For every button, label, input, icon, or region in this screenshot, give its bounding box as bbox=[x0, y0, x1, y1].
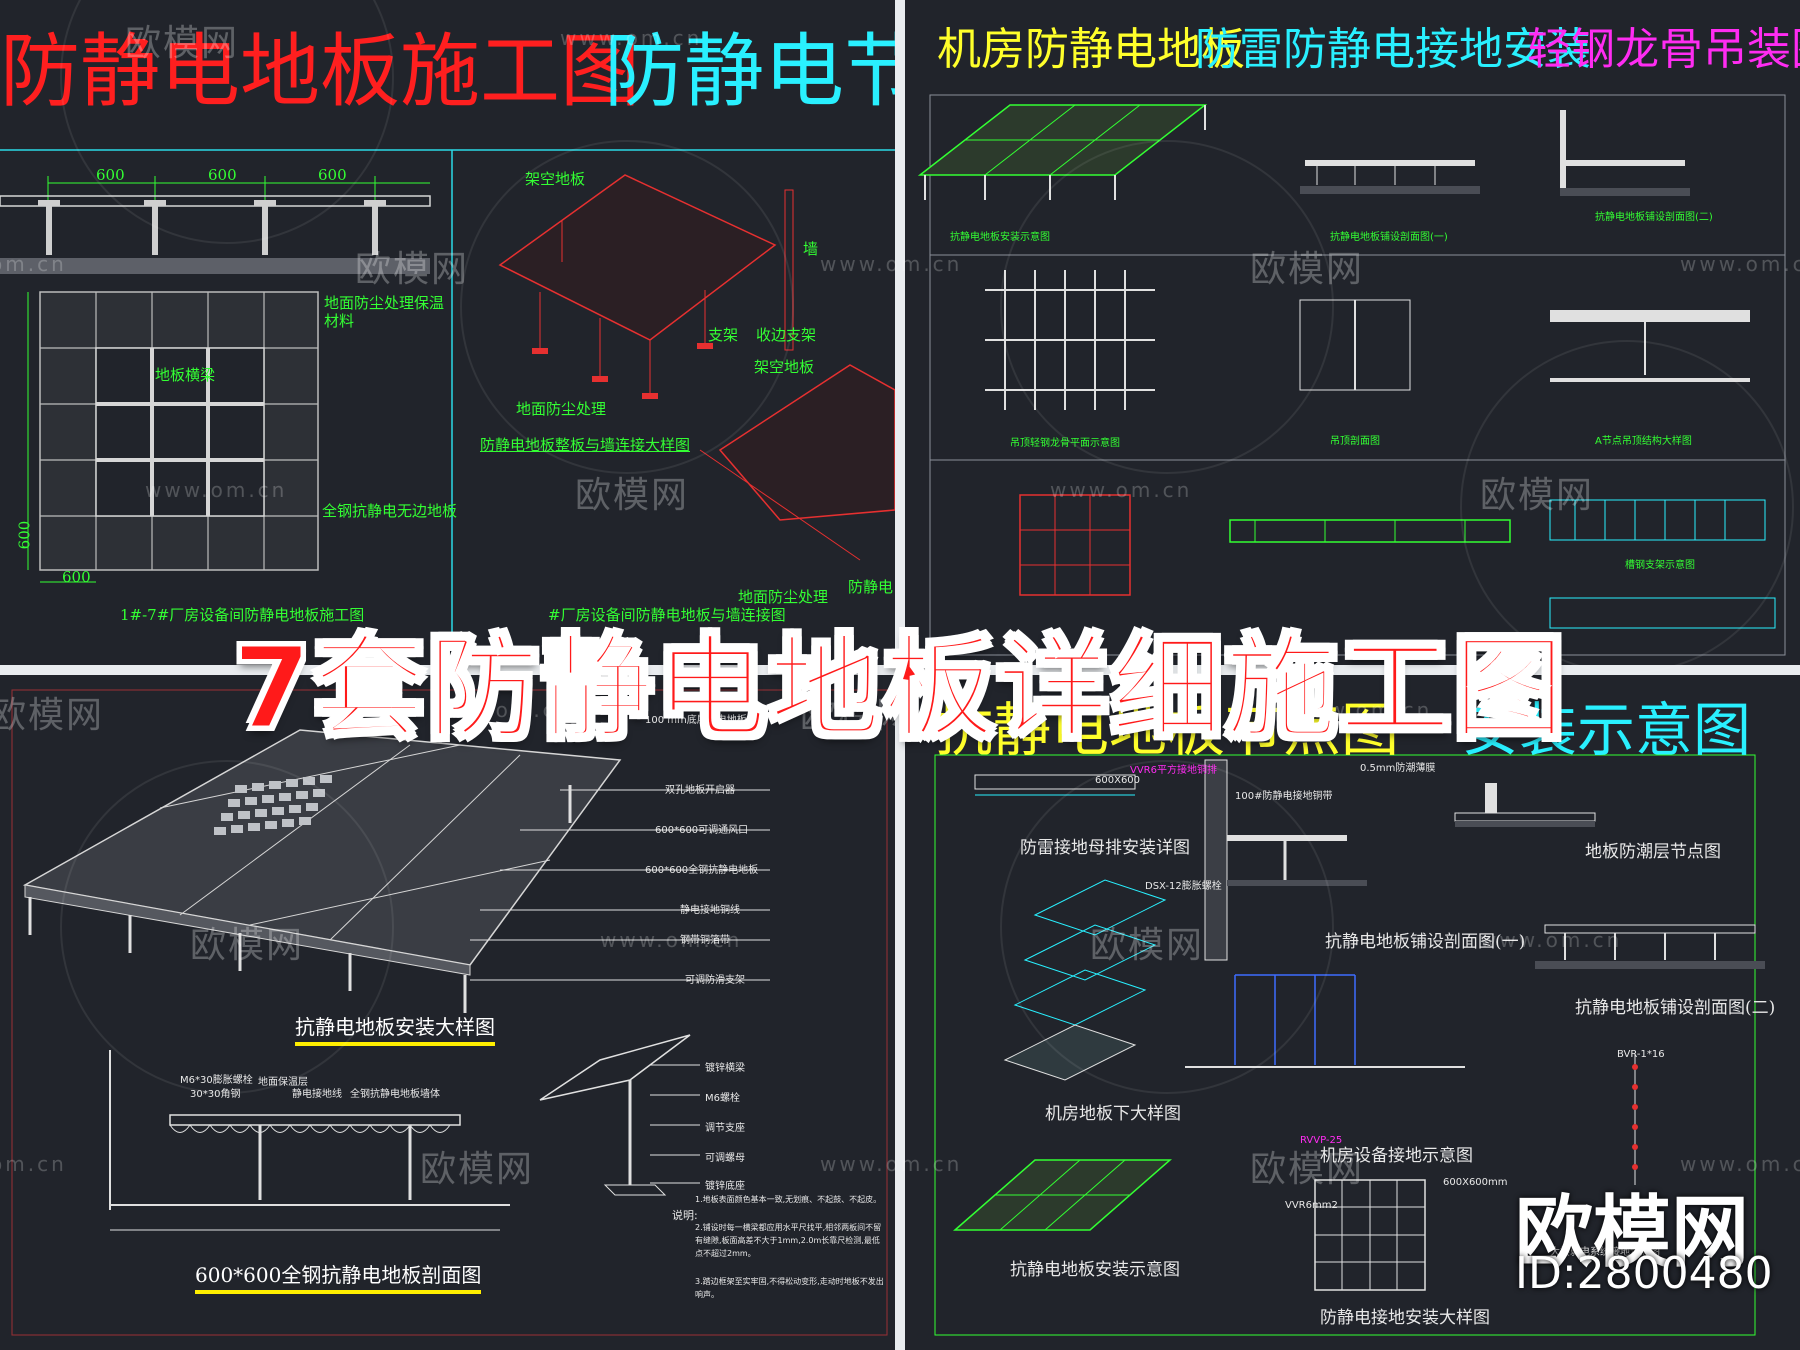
watermark-logo: 欧模网 bbox=[800, 695, 915, 736]
tr-caption-2: 抗静电地板铺设剖面图(一) bbox=[1330, 232, 1448, 243]
tr-heading-cyan: 防雷防静电接地安装 bbox=[1195, 24, 1591, 75]
bl-note-3: 3.踏边框架至实牢固,不得松动变形,走动时地板不发出响声。 bbox=[695, 1277, 884, 1299]
br-caption-2: 地板防潮层节点图 bbox=[1585, 842, 1721, 862]
watermark-circle bbox=[1000, 760, 1334, 1094]
tl-label-steel-edge: 全钢抗静电无边地板 bbox=[322, 502, 458, 520]
tl-label-floor-beam: 地板横梁 bbox=[155, 366, 216, 384]
br-small-8: 600X600mm bbox=[1443, 1177, 1508, 1188]
bl-section-label-5: 全钢抗静电地板 bbox=[350, 1089, 420, 1100]
bl-pedestal-label-4: 可调螺母 bbox=[705, 1153, 745, 1164]
bl-section-label-6: 墙体 bbox=[420, 1089, 440, 1100]
tl-dim-bottom: 600 bbox=[62, 568, 91, 586]
bl-callout-1: 双孔地板开启器 bbox=[665, 785, 735, 796]
watermark-url: om.cn bbox=[0, 1152, 67, 1176]
bl-pedestal-label-1: 镀锌横梁 bbox=[705, 1063, 745, 1074]
br-caption-3: 抗静电地板铺设剖面图(一) bbox=[1325, 932, 1526, 952]
divider-vertical bbox=[895, 0, 905, 1350]
tr-heading-magenta: 轻钢龙骨吊装图 bbox=[1527, 24, 1800, 75]
watermark-logo: 欧模网 bbox=[125, 23, 240, 64]
watermark-circle bbox=[60, 760, 394, 1094]
br-small-5: 0.5mm防潮薄膜 bbox=[1360, 763, 1436, 774]
br-heading-cyan: 安装示意图 bbox=[1461, 696, 1752, 764]
br-caption-4: 抗静电地板铺设剖面图(二) bbox=[1575, 998, 1776, 1018]
watermark-url: www.om.cn bbox=[430, 698, 573, 722]
bl-dim-top: 100 mm底层静电地板 bbox=[645, 715, 747, 726]
br-caption-9: 大楼弱电系统接地示意图 bbox=[1550, 1247, 1660, 1258]
watermark-url: www.om.cn bbox=[145, 478, 288, 502]
watermark-logo: 欧模网 bbox=[1250, 249, 1365, 290]
bl-pedestal-label-5: 镀锌底座 bbox=[705, 1181, 745, 1192]
tr-caption-5: 吊顶剖面图 bbox=[1330, 436, 1380, 447]
br-small-6: BVR-1*16 bbox=[1617, 1049, 1665, 1060]
watermark-url: www.om.cn bbox=[1680, 1152, 1800, 1176]
watermark-url: www.om.cn bbox=[1480, 928, 1623, 952]
bl-section-label-2: 30*30角钢 bbox=[190, 1089, 241, 1100]
watermark-logo: 欧模网 bbox=[575, 475, 690, 516]
br-heading-yellow: 抗静电地板节点图 bbox=[935, 696, 1400, 764]
watermark-url: www.om.cn bbox=[1290, 698, 1433, 722]
divider-horizontal bbox=[0, 665, 1800, 675]
watermark-url: www.om.cn bbox=[1050, 478, 1193, 502]
br-small-9: VVR6mm2 bbox=[1285, 1200, 1338, 1211]
watermark-logo: 欧模网 bbox=[1480, 475, 1595, 516]
tl-label-dust: 地面防尘处理保温材料 bbox=[324, 294, 445, 330]
watermark-logo: 欧模网 bbox=[1090, 925, 1205, 966]
bl-caption-section: 600*600全钢抗静电地板剖面图 bbox=[195, 1259, 482, 1294]
bl-pedestal-label-2: M6螺栓 bbox=[705, 1093, 740, 1104]
tl-label-wall: 墙 bbox=[803, 240, 819, 258]
brand-id: ID:2800480 bbox=[1515, 1248, 1773, 1299]
watermark-logo: 欧模网 bbox=[355, 249, 470, 290]
bl-note-2: 2.铺设时每一横梁都应用水平尺找平,相邻两板间不留有缝隙,板面高差不大于1mm,… bbox=[695, 1223, 882, 1258]
watermark-logo: 欧模网 bbox=[1250, 1149, 1365, 1190]
tr-caption-3: 抗静电地板铺设剖面图(二) bbox=[1595, 212, 1713, 223]
bl-callout-5: 钢带铜箔带 bbox=[680, 935, 730, 946]
watermark-circle bbox=[1000, 140, 1334, 474]
bl-pedestal-label-3: 调节支座 bbox=[705, 1123, 745, 1134]
bl-callout-6: 可调防滑支架 bbox=[685, 975, 745, 986]
tr-caption-1: 抗静电地板安装示意图 bbox=[950, 232, 1050, 243]
br-small-4: 100#防静电接地铜带 bbox=[1235, 791, 1333, 802]
tl-caption-left: 1#-7#厂房设备间防静电地板施工图 bbox=[120, 606, 365, 624]
watermark-circle bbox=[460, 140, 794, 474]
tl-label-ground-dust2: 地面防尘处理 bbox=[738, 588, 829, 606]
watermark-url: www.om.cn bbox=[560, 26, 703, 50]
brand-logo-text: 欧模网 bbox=[1515, 1188, 1750, 1278]
tl-dim-side: 600 bbox=[15, 520, 34, 550]
watermark-url: om.cn bbox=[0, 252, 67, 276]
watermark-url: www.om.cn bbox=[820, 1152, 963, 1176]
watermark-logo: 欧模网 bbox=[420, 1149, 535, 1190]
tl-label-anti-static: 防静电 bbox=[848, 578, 894, 596]
bl-notes-title: 说明: bbox=[672, 1209, 698, 1222]
bl-callout-2: 600*600可调通风口 bbox=[655, 825, 749, 836]
tl-caption-right: #厂房设备间防静电地板与墙连接图 bbox=[548, 606, 786, 624]
tr-heading-yellow: 机房防静电地板 bbox=[937, 24, 1245, 75]
promo-banner-title: 7套防静电地板详细施工图 bbox=[232, 623, 1567, 756]
watermark-url: www.om.cn bbox=[600, 928, 743, 952]
tl-heading-cyan: 防静电节 bbox=[604, 25, 895, 118]
panel-bottom-right: 抗静电地板节点图 安装示意图 防雷接地母排安装详图 地板防潮层节点图 抗静电地板… bbox=[905, 675, 1800, 1350]
br-caption-8: 防静电接地安装大样图 bbox=[1320, 1308, 1490, 1328]
bl-note-1: 1.地板表面颜色基本一致,无划痕、不起鼓、不起皮。 bbox=[695, 1195, 882, 1204]
bl-callout-3: 600*600全钢抗静电地板 bbox=[645, 865, 759, 876]
bl-section-label-4: 静电接地线 bbox=[292, 1089, 342, 1100]
br-caption-6: 机房设备接地示意图 bbox=[1320, 1146, 1473, 1166]
watermark-logo: 欧模网 bbox=[190, 925, 305, 966]
watermark-circle bbox=[1460, 340, 1794, 674]
br-caption-5: 机房地板下大样图 bbox=[1045, 1104, 1181, 1124]
br-caption-7: 抗静电地板安装示意图 bbox=[1010, 1260, 1180, 1280]
tr-caption-4: 吊顶轻钢龙骨平面示意图 bbox=[1010, 438, 1120, 449]
br-small-7: RVVP-25 bbox=[1300, 1135, 1343, 1146]
watermark-url: www.om.cn bbox=[820, 252, 963, 276]
watermark-url: www.om.cn bbox=[1680, 252, 1800, 276]
watermark-logo: 欧模网 bbox=[0, 695, 105, 736]
bl-callout-4: 静电接地铜线 bbox=[680, 905, 740, 916]
